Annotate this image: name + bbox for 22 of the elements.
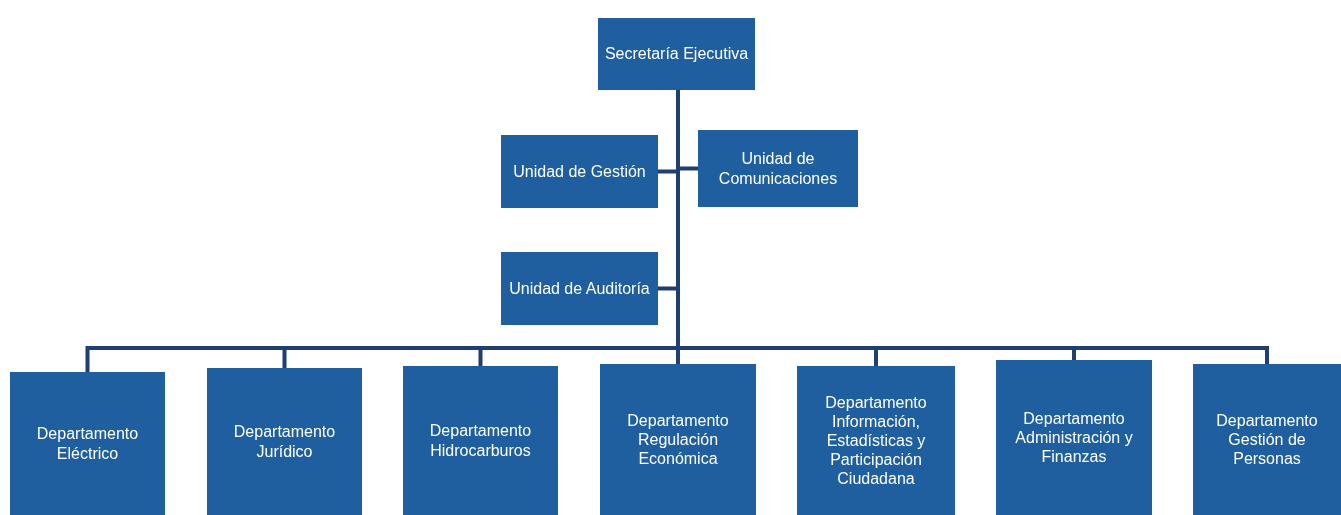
box-label: Unidad de Auditoría: [509, 278, 650, 299]
org-box: [501, 252, 658, 325]
org-box: [403, 366, 558, 515]
org-box: [797, 366, 955, 515]
box-label: Departamento Regulación Económica: [626, 410, 730, 469]
box-label: Departamento Hidrocarburos: [428, 421, 533, 460]
org-box: [996, 360, 1152, 515]
box-label: Departamento Eléctrico: [35, 424, 140, 463]
org-box: [207, 368, 362, 515]
org-box: [600, 364, 756, 515]
org-box: [10, 372, 165, 515]
org-box: [698, 130, 858, 207]
box-label: Departamento Información, Estadísticas y Participación Ciudadana: [824, 392, 928, 489]
org-box: [1193, 364, 1341, 515]
box-label: Secretaría Ejecutiva: [604, 44, 749, 64]
org-box: [598, 18, 755, 90]
org-box: [501, 135, 658, 208]
box-label: Unidad de Comunicaciones: [717, 149, 839, 188]
box-label: Unidad de Gestión: [513, 161, 646, 182]
box-label: Departamento Administración y Finanzas: [1014, 408, 1134, 467]
box-label: Departamento Gestión de Personas: [1215, 410, 1319, 469]
box-label: Departamento Jurídico: [232, 422, 337, 461]
